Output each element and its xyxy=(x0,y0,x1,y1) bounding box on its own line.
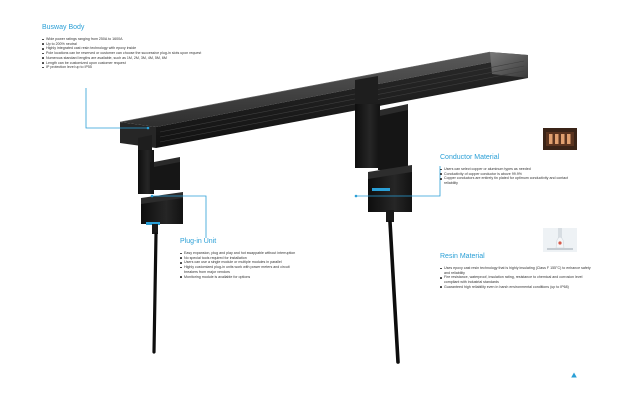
copper-conductor-icon xyxy=(543,128,577,150)
list-item: Guaranteed high reliability even in hars… xyxy=(440,285,592,290)
list-item: Wide power ratings ranging from 250A to … xyxy=(42,37,282,42)
busway-top-face xyxy=(120,52,528,127)
resin-material-list: Uses epoxy cast resin technology that is… xyxy=(440,266,592,290)
conductor-material-title: Conductor Material xyxy=(440,154,500,161)
plug-in-unit-left xyxy=(138,135,183,354)
list-item: Users can select copper or aluminum type… xyxy=(440,167,582,172)
conductor-material-list: Users can select copper or aluminum type… xyxy=(440,167,582,186)
list-item: Fire resistance, waterproof, insulation … xyxy=(440,275,592,284)
busway-ribbing xyxy=(159,60,525,143)
resin-material-title: Resin Material xyxy=(440,253,485,260)
triangle-up-icon[interactable] xyxy=(571,372,577,378)
callout-lines xyxy=(85,88,441,238)
list-item: Highly integrated cast resin technology … xyxy=(42,46,282,51)
conductor-thumbnail xyxy=(543,128,577,150)
list-item: Monitoring module is available for optio… xyxy=(180,275,304,280)
list-item: Users can use a single module or multipl… xyxy=(180,260,304,265)
list-item: Length can be customized upon customer r… xyxy=(42,61,282,66)
list-item: Up to 200% neutral xyxy=(42,42,282,47)
list-item: Numerous standard lengths are available,… xyxy=(42,56,282,61)
list-item: Copper conductors are entirely tin plate… xyxy=(440,176,582,185)
list-item: No special tools required for installati… xyxy=(180,256,304,261)
plug-in-unit-right xyxy=(355,76,412,364)
busway-body-list: Wide power ratings ranging from 250A to … xyxy=(42,37,282,70)
callout-busway xyxy=(85,88,148,129)
list-item: Uses epoxy cast resin technology that is… xyxy=(440,266,592,275)
resin-thumbnail xyxy=(543,228,577,252)
resin-pour-icon xyxy=(543,228,577,252)
list-item: IP protection level up to IP55 xyxy=(42,65,282,70)
callout-dots xyxy=(146,126,358,198)
list-item: Conductivity of copper conductor is abov… xyxy=(440,172,582,177)
list-item: Easy expansion, plug and play and hot sw… xyxy=(180,251,304,256)
callout-plug-in xyxy=(152,195,207,238)
callout-conductor xyxy=(356,166,441,197)
busway-end-cap xyxy=(490,52,528,78)
busway-body-title: Busway Body xyxy=(42,24,85,31)
list-item: Pole locations can be reserved or custom… xyxy=(42,51,282,56)
list-item: Highly customized plug-in units work wit… xyxy=(180,265,304,274)
plug-in-unit-title: Plug-in Unit xyxy=(180,238,217,245)
plug-in-unit-list: Easy expansion, plug and play and hot sw… xyxy=(180,251,304,279)
busway-top-edge xyxy=(119,51,491,123)
